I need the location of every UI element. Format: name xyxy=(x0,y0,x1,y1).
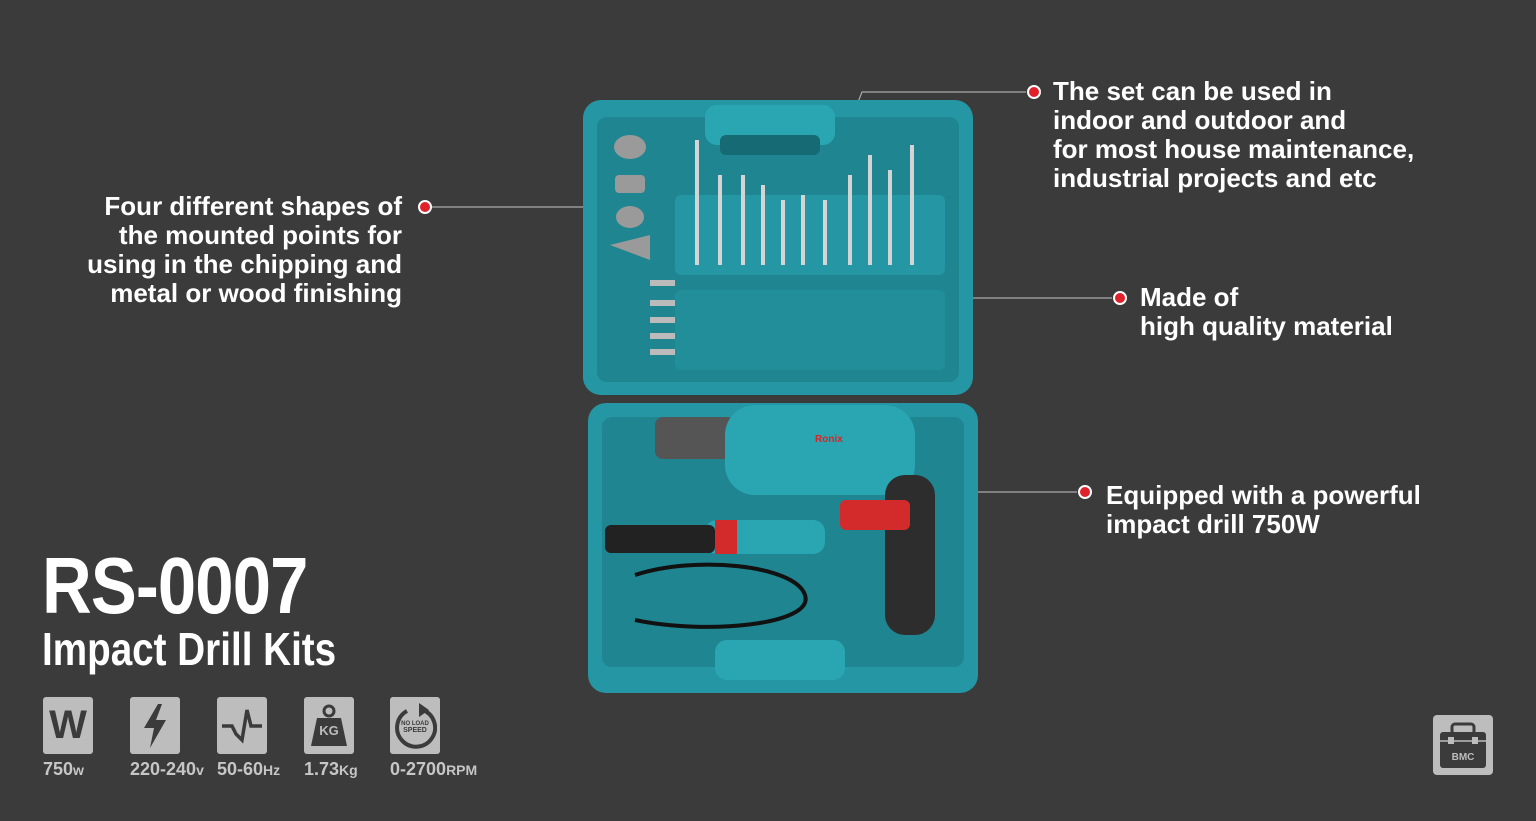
spec-value: 0-2700 xyxy=(390,759,447,779)
callout-line: impact drill 750W xyxy=(1106,509,1320,539)
watt-icon-letter: W xyxy=(49,703,87,747)
spec-unit: Kg xyxy=(339,762,358,778)
callout-dot xyxy=(1027,85,1041,99)
callout-line: using in the chipping and xyxy=(87,249,402,279)
mounted-points xyxy=(610,135,650,260)
callout-line: The set can be used in xyxy=(1053,76,1332,106)
callout-line: Made of xyxy=(1140,282,1239,312)
spec-label: 50-60Hz xyxy=(217,759,280,780)
bmc-case-icon: BMC xyxy=(1433,715,1493,775)
tool-case-image: Ronix xyxy=(583,100,978,693)
speed-icon-label-bottom: SPEED xyxy=(403,727,427,734)
drill-bits xyxy=(695,140,914,265)
callout-usage: The set can be used in indoor and outdoo… xyxy=(1053,77,1414,193)
drill-brand-label: Ronix xyxy=(815,434,843,445)
callout-dot xyxy=(1078,485,1092,499)
product-model: RS-0007 xyxy=(42,541,308,630)
callout-dot xyxy=(418,200,432,214)
spec-label: 1.73Kg xyxy=(304,759,358,780)
callout-dot xyxy=(1113,291,1127,305)
callout-line: indoor and outdoor and xyxy=(1053,105,1347,135)
watt-icon: W xyxy=(43,697,93,754)
callout-line: metal or wood finishing xyxy=(110,278,402,308)
spec-unit: v xyxy=(196,762,204,778)
weight-kg-icon: KG xyxy=(304,697,354,754)
spec-speed: NO LOAD SPEED 0-2700RPM xyxy=(390,697,477,779)
callout-material: Made of high quality material xyxy=(1140,283,1393,341)
spec-value: 50-60 xyxy=(217,759,264,779)
spec-frequency: 50-60Hz xyxy=(217,697,280,779)
spec-value: 750 xyxy=(43,759,74,779)
callout-line: industrial projects and etc xyxy=(1053,163,1377,193)
spec-value: 220-240 xyxy=(130,759,197,779)
callout-mounted-points: Four different shapes of the mounted poi… xyxy=(87,192,402,308)
product-name: Impact Drill Kits xyxy=(42,623,337,675)
callout-line: Equipped with a powerful xyxy=(1106,480,1421,510)
spec-label: 750w xyxy=(43,759,84,780)
callout-line: high quality material xyxy=(1140,311,1393,341)
speed-icon-label-top: NO LOAD xyxy=(401,721,429,727)
frequency-wave-icon xyxy=(217,697,267,754)
spec-power: W 750w xyxy=(43,697,93,779)
callout-line: for most house maintenance, xyxy=(1053,134,1415,164)
lightning-icon xyxy=(130,697,180,754)
weight-icon-label: KG xyxy=(319,723,339,738)
spec-value: 1.73 xyxy=(304,759,340,779)
no-load-speed-icon: NO LOAD SPEED xyxy=(390,697,440,754)
spec-unit: w xyxy=(73,762,84,778)
callout-line: the mounted points for xyxy=(118,220,402,250)
spec-unit: RPM xyxy=(446,762,478,778)
spec-voltage: 220-240v xyxy=(130,697,204,779)
callout-line: Four different shapes of xyxy=(104,191,402,221)
spec-weight: KG 1.73Kg xyxy=(304,697,358,779)
callout-drill-power: Equipped with a powerful impact drill 75… xyxy=(1106,481,1421,539)
bmc-label: BMC xyxy=(1452,752,1475,763)
spec-label: 0-2700RPM xyxy=(390,759,477,780)
spec-label: 220-240v xyxy=(130,759,204,780)
spec-unit: Hz xyxy=(263,762,281,778)
